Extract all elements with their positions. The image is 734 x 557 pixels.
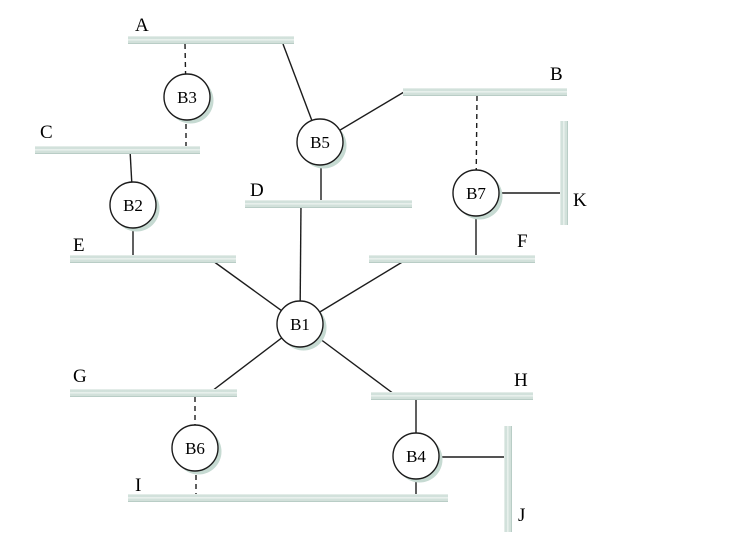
bus-I-bar: [128, 494, 448, 502]
bus-F-label: F: [517, 231, 528, 252]
breaker-B7-label: B7: [466, 184, 486, 203]
bus-I-label: I: [135, 475, 141, 496]
breaker-B4-circle: [392, 432, 440, 480]
breaker-B3-label: B3: [177, 88, 197, 107]
breaker-B6-circle: [171, 424, 219, 472]
bus-C-bar: [35, 146, 200, 154]
connection-B-B7-dashed-line: [475, 95, 478, 194]
breaker-B1-circle: [276, 300, 324, 348]
bus-H-bar: [371, 392, 533, 400]
bus-H-label: H: [514, 370, 528, 391]
bus-K-label: K: [573, 190, 587, 211]
breaker-B5-label: B5: [310, 133, 330, 152]
bus-C-label: C: [40, 122, 53, 143]
breaker-B3-circle: [163, 73, 211, 121]
bus-D-label: D: [250, 180, 264, 201]
breaker-B1-label: B1: [290, 315, 310, 334]
bus-B-bar: [403, 88, 567, 96]
bus-A-bar: [128, 36, 294, 44]
bus-J-bar: [504, 426, 512, 532]
breaker-B2-label: B2: [123, 196, 143, 215]
bus-J-label: J: [518, 505, 525, 526]
bus-B-label: B: [550, 64, 563, 85]
bus-A-label: A: [135, 15, 149, 36]
bus-E-label: E: [73, 235, 85, 256]
breaker-B5-circle: [296, 118, 344, 166]
breaker-B6-label: B6: [185, 439, 205, 458]
bus-G-bar: [70, 389, 237, 397]
bus-F-bar: [369, 255, 535, 263]
breaker-B4-label: B4: [406, 447, 426, 466]
breaker-B2-circle: [109, 181, 157, 229]
bus-D-bar: [245, 200, 412, 208]
bus-G-label: G: [73, 366, 87, 387]
bus-E-bar: [70, 255, 236, 263]
breaker-B7-circle: [452, 169, 500, 217]
bus-K-bar: [560, 121, 568, 225]
